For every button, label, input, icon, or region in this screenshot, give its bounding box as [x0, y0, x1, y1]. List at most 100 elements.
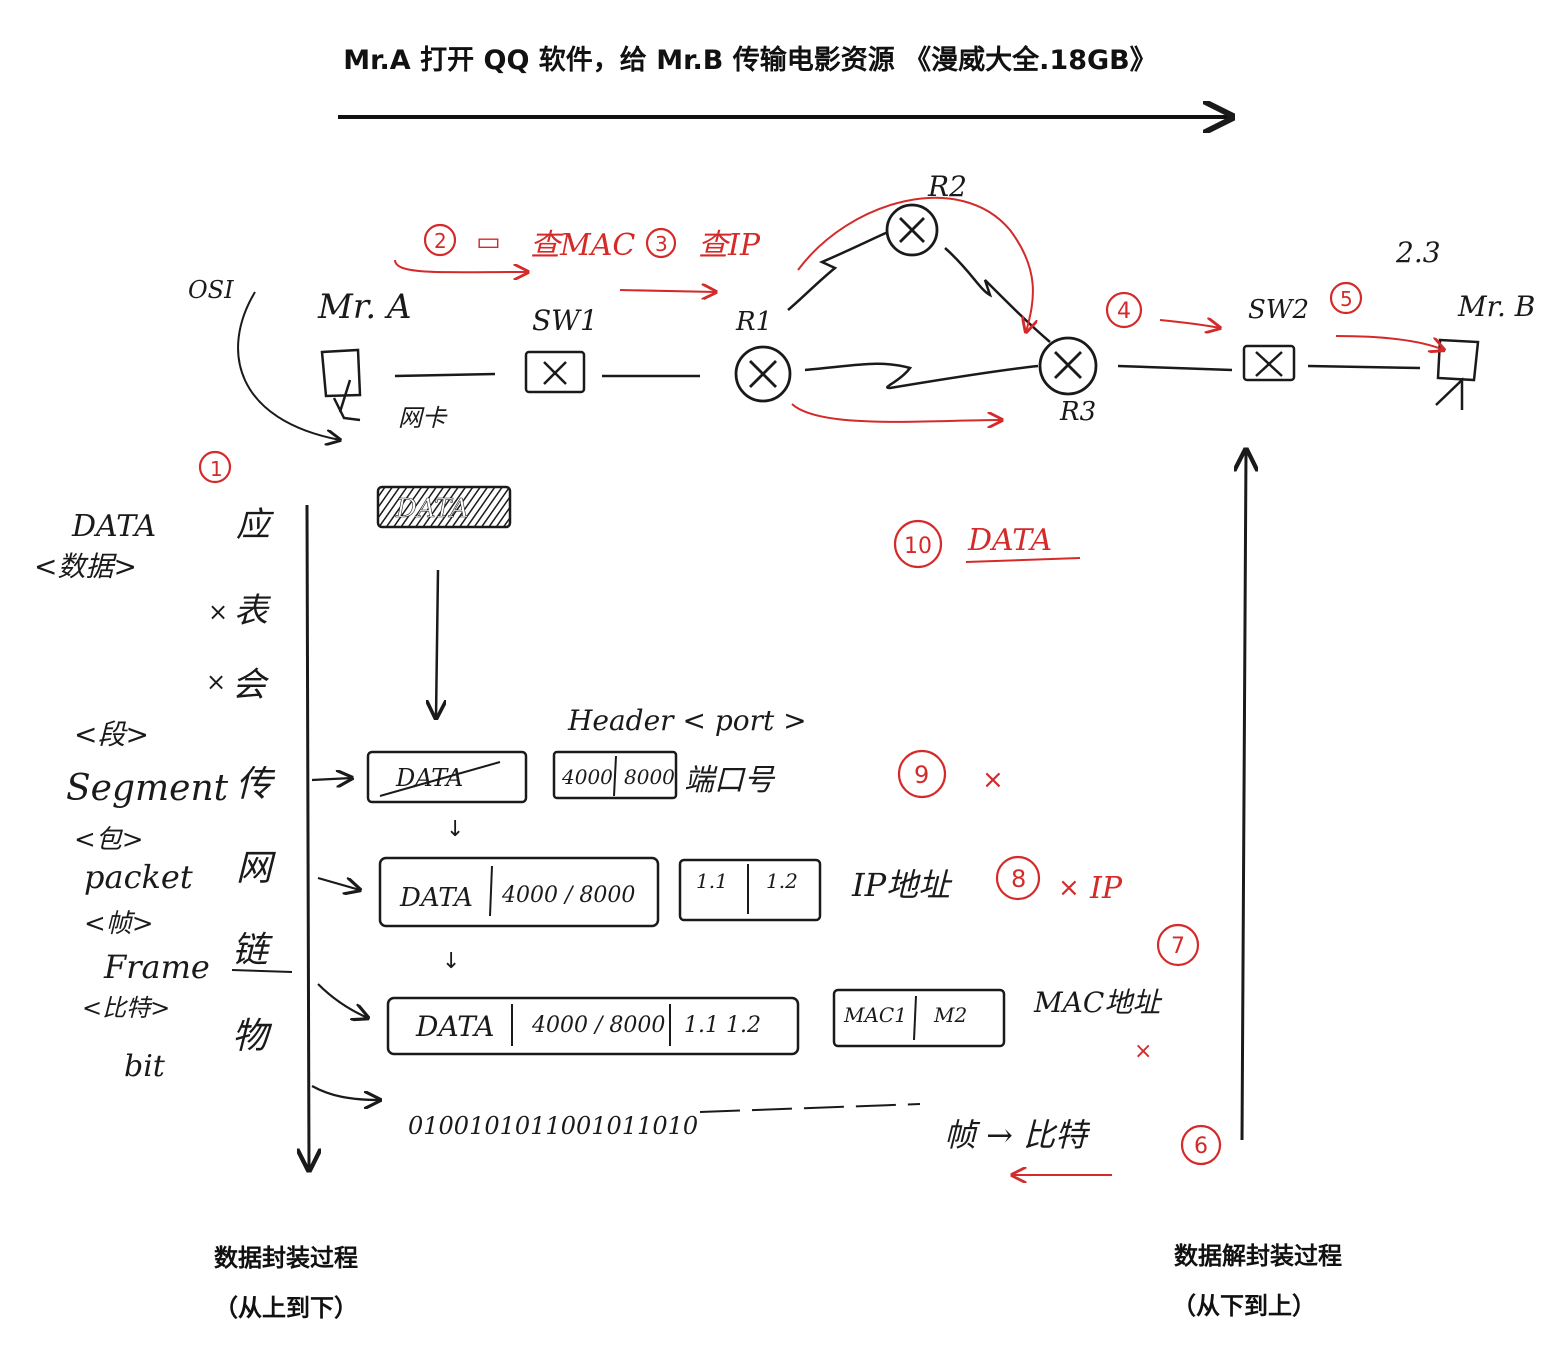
step-1-circle [198, 450, 232, 484]
host-b-computer-icon [1435, 338, 1480, 410]
step-7-num: 7 [1171, 934, 1185, 959]
step-8-text: IP [1089, 871, 1123, 906]
step-9-cross: × [982, 765, 1004, 795]
page-title: Mr.A 打开 QQ 软件，给 Mr.B 传输电影资源 《漫威大全.18GB》 [343, 45, 1157, 76]
red-arrow-r1-r3 [791, 403, 1002, 422]
layer-presentation: 表 [234, 591, 272, 631]
sw2-switch-icon [1242, 344, 1296, 382]
link-r2-r3 [944, 247, 1051, 343]
nic-label: 网卡 [398, 404, 448, 432]
host-a-computer-icon [320, 348, 362, 422]
link-r3-sw2 [1117, 364, 1233, 372]
step-9-circle [897, 749, 947, 799]
bit-stream-continue [699, 1103, 921, 1113]
packet-divider [489, 865, 493, 917]
link-r1-r2 [787, 230, 889, 311]
packet-ports: 4000 / 8000 [501, 883, 635, 908]
step-10-text: DATA [967, 523, 1052, 558]
decap-caption-title: 数据解封装过程 [1174, 1242, 1342, 1270]
layer-physical: 物 [232, 1016, 273, 1057]
frame-to-bit-note: 帧 → 比特 [944, 1116, 1091, 1154]
link-sw2-b [1307, 364, 1421, 370]
small-down-arrow-2: ↓ [442, 949, 460, 974]
red-arrow-sw2-b [1335, 335, 1444, 350]
sw2-label: SW2 [1248, 295, 1309, 325]
packet-data: DATA [399, 883, 473, 913]
step-4-circle [1105, 291, 1143, 329]
red-arrow-r3-sw2 [1159, 320, 1220, 328]
layer-network: 网 [236, 848, 276, 889]
decap-caption-sub: （从下到上） [1172, 1292, 1316, 1320]
mac-divider [913, 995, 917, 1041]
step-2-text: 查MAC [530, 228, 635, 263]
to-frame-arrow [317, 983, 368, 1018]
step-10-circle [893, 519, 943, 569]
unit-frame: Frame [103, 948, 210, 986]
mac-src: MAC1 [843, 1003, 907, 1027]
host-b-ip: 2.3 [1395, 236, 1441, 269]
link-a-sw1 [394, 372, 496, 378]
port-note: 端口号 [684, 763, 776, 798]
link-r1-r3 [804, 362, 1039, 390]
header-note: Header < port > [567, 704, 807, 737]
step-1-num: 1 [210, 457, 223, 481]
segment-data-strike [379, 761, 501, 797]
data-block-label: DATA [395, 494, 469, 524]
frame-data-box [386, 996, 800, 1056]
ip-header-box [678, 858, 822, 922]
segment-data-box [366, 750, 528, 804]
unit-segment-cn: <段> [74, 718, 149, 751]
ip-note: IP地址 [851, 866, 953, 904]
packet-data-box [378, 856, 660, 928]
r3-router-icon [1038, 336, 1098, 396]
red-arrow-a-sw1 [394, 259, 528, 272]
step-4-num: 4 [1117, 299, 1131, 324]
step-7-circle [1156, 923, 1200, 967]
port-divider [613, 755, 617, 797]
step-2-circle [423, 223, 457, 257]
layer-datalink: 链 [232, 930, 273, 971]
sw1-switch-icon [524, 350, 586, 394]
step-5-circle [1329, 281, 1363, 315]
step-2-num: 2 [434, 229, 447, 253]
mac-note: MAC地址 [1033, 986, 1162, 1019]
step-6-circle [1180, 1124, 1222, 1166]
red-arrow-sw1-r1 [619, 290, 716, 292]
r1-router-icon [734, 345, 792, 403]
unit-bit-cn: <比特> [82, 994, 170, 1022]
step-5-num: 5 [1340, 287, 1353, 311]
decap-up-arrow [1242, 450, 1246, 1141]
layer-transport: 传 [236, 764, 276, 805]
step-3-text: 查IP [698, 228, 761, 263]
frame-ports: 4000 / 8000 [531, 1013, 665, 1038]
port-header-box [552, 750, 678, 800]
bit-stream: 0100101011001011010 [408, 1112, 698, 1140]
mac-header-box [832, 988, 1006, 1048]
unit-data: DATA [71, 509, 156, 544]
red-arrow-r1-r2-r3 [797, 196, 1033, 332]
r1-label: R1 [735, 307, 772, 337]
step-8-num: 8 [1011, 865, 1026, 893]
unit-segment: Segment [66, 768, 229, 809]
data-block-hatched [376, 485, 512, 529]
layer-sess-cross: × [206, 668, 226, 696]
host-b-label: Mr. B [1457, 290, 1535, 323]
small-down-arrow-1: ↓ [446, 817, 464, 842]
step-8-cross: × [1058, 873, 1080, 903]
osi-curve-arrow [237, 291, 340, 440]
step-6-num: 6 [1194, 1134, 1208, 1159]
osi-label: OSI [188, 276, 234, 304]
segment-data: DATA [395, 764, 463, 792]
port-dst: 8000 [624, 765, 675, 789]
unit-packet: packet [84, 858, 193, 896]
frame-data: DATA [415, 1010, 495, 1043]
encap-down-arrow [307, 504, 309, 1170]
step-10-underline [965, 557, 1081, 563]
step-10-num: 10 [904, 534, 932, 559]
to-packet-arrow [317, 876, 360, 890]
layer-session: 会 [232, 665, 270, 705]
unit-packet-cn: <包> [74, 825, 144, 855]
layer-pres-cross: × [208, 598, 228, 626]
encap-caption-title: 数据封装过程 [214, 1244, 358, 1272]
